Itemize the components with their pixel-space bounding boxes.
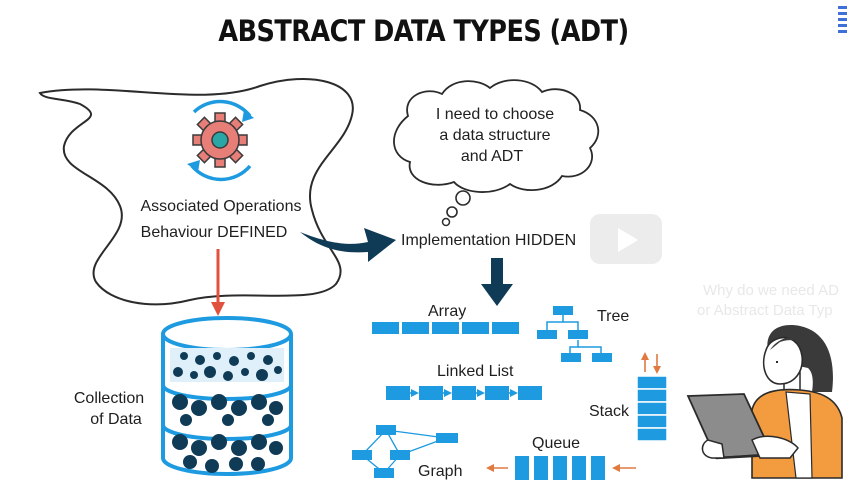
wavy-blob-outline	[38, 78, 354, 306]
array-boxes	[372, 322, 519, 334]
navy-down-arrow	[481, 258, 513, 306]
stack-diagram	[636, 352, 668, 442]
database-cylinder-icon	[161, 316, 293, 476]
tree-label: Tree	[597, 308, 629, 325]
channel-logo-icon	[838, 6, 847, 33]
operations-label: Associated Operations	[141, 198, 302, 215]
gear-with-cycle-arrows-icon	[187, 99, 254, 182]
collection-label: Collection	[74, 390, 144, 407]
linked-list-label: Linked List	[437, 363, 514, 380]
implementation-label: Implementation HIDDEN	[401, 232, 576, 249]
graph-diagram	[352, 425, 458, 478]
thought-line-3: and ADT	[461, 148, 523, 165]
array-label: Array	[428, 303, 466, 320]
woman-with-laptop-illustration	[686, 325, 843, 479]
thought-bubble	[393, 79, 600, 227]
behaviour-label: Behaviour DEFINED	[141, 224, 288, 241]
thought-line-1: I need to choose	[436, 106, 554, 123]
thought-line-2: a data structure	[439, 127, 550, 144]
queue-diagram	[486, 456, 636, 480]
of-data-label: of Data	[90, 411, 142, 428]
page-title: ABSTRACT DATA TYPES (ADT)	[218, 14, 629, 48]
overlay-text-2: or Abstract Data Typ	[697, 302, 833, 319]
play-button-icon[interactable]	[590, 214, 662, 264]
linked-list-diagram	[386, 386, 542, 400]
overlay-text-1: Why do we need AD	[703, 282, 839, 299]
tree-diagram	[537, 306, 612, 362]
navy-curved-arrow	[300, 228, 396, 262]
red-down-arrow	[211, 249, 225, 316]
graph-label: Graph	[418, 463, 462, 480]
queue-label: Queue	[532, 435, 580, 452]
stack-label: Stack	[589, 403, 630, 420]
